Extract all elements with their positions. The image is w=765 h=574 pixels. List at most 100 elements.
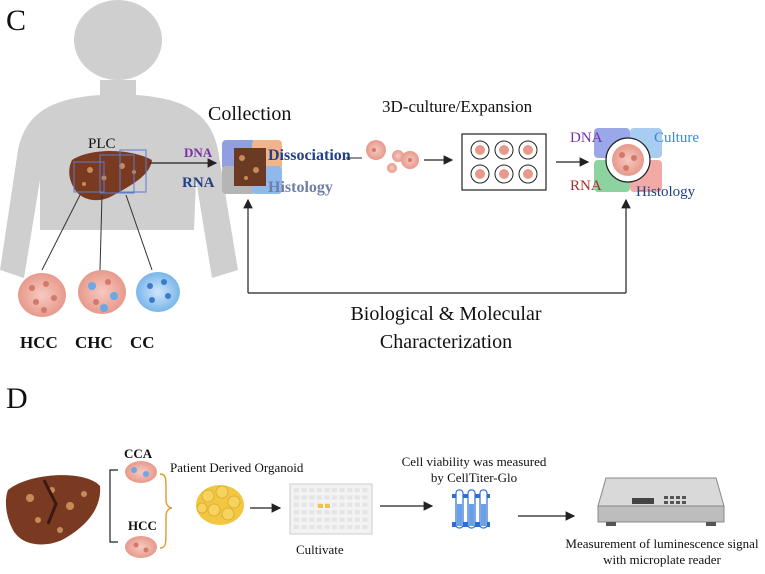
- plate-well: [362, 517, 368, 522]
- collection-dissociation-label: Dissociation: [268, 147, 351, 164]
- collection-dna-label: DNA: [184, 145, 213, 160]
- plate-well: [309, 517, 315, 522]
- plate-well: [332, 510, 337, 515]
- plate-well: [332, 517, 337, 522]
- collection-rna-label: RNA: [182, 175, 215, 191]
- characterization-feedback-loop: [243, 198, 631, 294]
- plate-well: [316, 510, 322, 515]
- viability-line2: by CellTiter-Glo: [431, 470, 517, 485]
- plate-well: [316, 517, 322, 522]
- plate-well: [339, 502, 345, 507]
- tumor-label-cc: CC: [130, 333, 155, 352]
- well-plate-icon: [289, 483, 373, 535]
- plate-well: [316, 488, 322, 492]
- plate-well: [301, 502, 307, 507]
- panel-c-letter: C: [6, 4, 26, 37]
- line-to-cc: [125, 194, 153, 271]
- plate-well: [294, 488, 299, 492]
- plate-well: [324, 495, 330, 500]
- plate-well: [347, 495, 353, 500]
- liver-large-icon: [5, 475, 101, 545]
- reader-line1: Measurement of luminescence signal: [565, 536, 759, 551]
- hcc-cell-cluster-icon: [18, 273, 66, 317]
- plate-well: [354, 510, 360, 515]
- plate-well: [294, 502, 299, 507]
- test-tubes-icon: [452, 489, 490, 529]
- plate-well: [316, 525, 322, 529]
- collection-quadrant-icon: [222, 140, 282, 194]
- liver-region-box-right: [119, 149, 147, 193]
- organoid-label: Patient Derived Organoid: [170, 460, 304, 475]
- plate-well: [362, 495, 368, 500]
- plate-well: [294, 525, 299, 529]
- plate-well: [332, 502, 337, 507]
- plate-well: [362, 502, 368, 507]
- plate-well: [362, 488, 368, 492]
- plate-well: [294, 517, 299, 522]
- sample-bracket: [109, 469, 118, 543]
- plate-well: [339, 510, 345, 515]
- line-to-hcc: [41, 194, 81, 271]
- plate-well: [339, 517, 345, 522]
- plate-well: [324, 488, 330, 492]
- plate-well: [309, 525, 315, 529]
- plate-well: [301, 525, 307, 529]
- plate-well: [362, 525, 368, 529]
- plate-well: [347, 510, 353, 515]
- panel-d-letter: D: [6, 382, 28, 415]
- result-histology-label: Histology: [636, 184, 696, 200]
- cultivate-label: Cultivate: [296, 542, 344, 557]
- cca-cluster-icon: [125, 461, 157, 483]
- cc-cell-cluster-icon: [136, 272, 180, 312]
- plc-label: PLC: [88, 136, 116, 152]
- tumor-label-hcc: HCC: [20, 333, 58, 352]
- result-quadrant-icon: [594, 128, 662, 192]
- organoid-yellow-icon: [196, 485, 244, 525]
- microplate-reader-icon: [597, 477, 725, 526]
- plate-well: [362, 510, 368, 515]
- plate-well: [347, 488, 353, 492]
- plate-well: [294, 495, 299, 500]
- tumor-label-chc: CHC: [75, 333, 113, 352]
- plate-well: [354, 495, 360, 500]
- line-to-chc: [99, 194, 103, 271]
- plate-well: [347, 517, 353, 522]
- plate-well: [354, 525, 360, 529]
- plate-well: [324, 517, 330, 522]
- plate-well: [339, 488, 345, 492]
- culture-title: 3D-culture/Expansion: [382, 97, 533, 116]
- plate-well: [339, 525, 345, 529]
- result-dna-label: DNA: [570, 130, 603, 146]
- plate-well: [301, 495, 307, 500]
- plate-well: [301, 510, 307, 515]
- organoid-brace: [159, 473, 173, 549]
- cca-label: CCA: [124, 446, 153, 461]
- result-rna-label: RNA: [570, 178, 602, 194]
- plate-well: [309, 502, 315, 507]
- reader-line2: with microplate reader: [603, 552, 721, 567]
- plate-well: [301, 517, 307, 522]
- dissociated-cells-icon: [366, 140, 419, 173]
- plate-well: [309, 488, 315, 492]
- viability-line1: Cell viability was measured: [402, 454, 547, 469]
- plate-well: [339, 495, 345, 500]
- collection-histology-label: Histology: [268, 179, 333, 196]
- plate-well: [309, 495, 315, 500]
- body-silhouette: [0, 0, 238, 278]
- plate-well: [347, 525, 353, 529]
- hcc-d-cluster-icon: [125, 536, 157, 558]
- liver-region-box-mid: [99, 154, 135, 194]
- characterization-line2: Characterization: [380, 331, 512, 353]
- plate-well: [354, 488, 360, 492]
- plate-well: [294, 510, 299, 515]
- plate-well: [332, 495, 337, 500]
- plate-well: [309, 510, 315, 515]
- liver-region-box-left: [73, 161, 105, 193]
- plate-well: [301, 488, 307, 492]
- chc-cell-cluster-icon: [78, 270, 126, 314]
- plate-well: [316, 495, 322, 500]
- plate-well: [332, 488, 337, 492]
- plate-well: [332, 525, 337, 529]
